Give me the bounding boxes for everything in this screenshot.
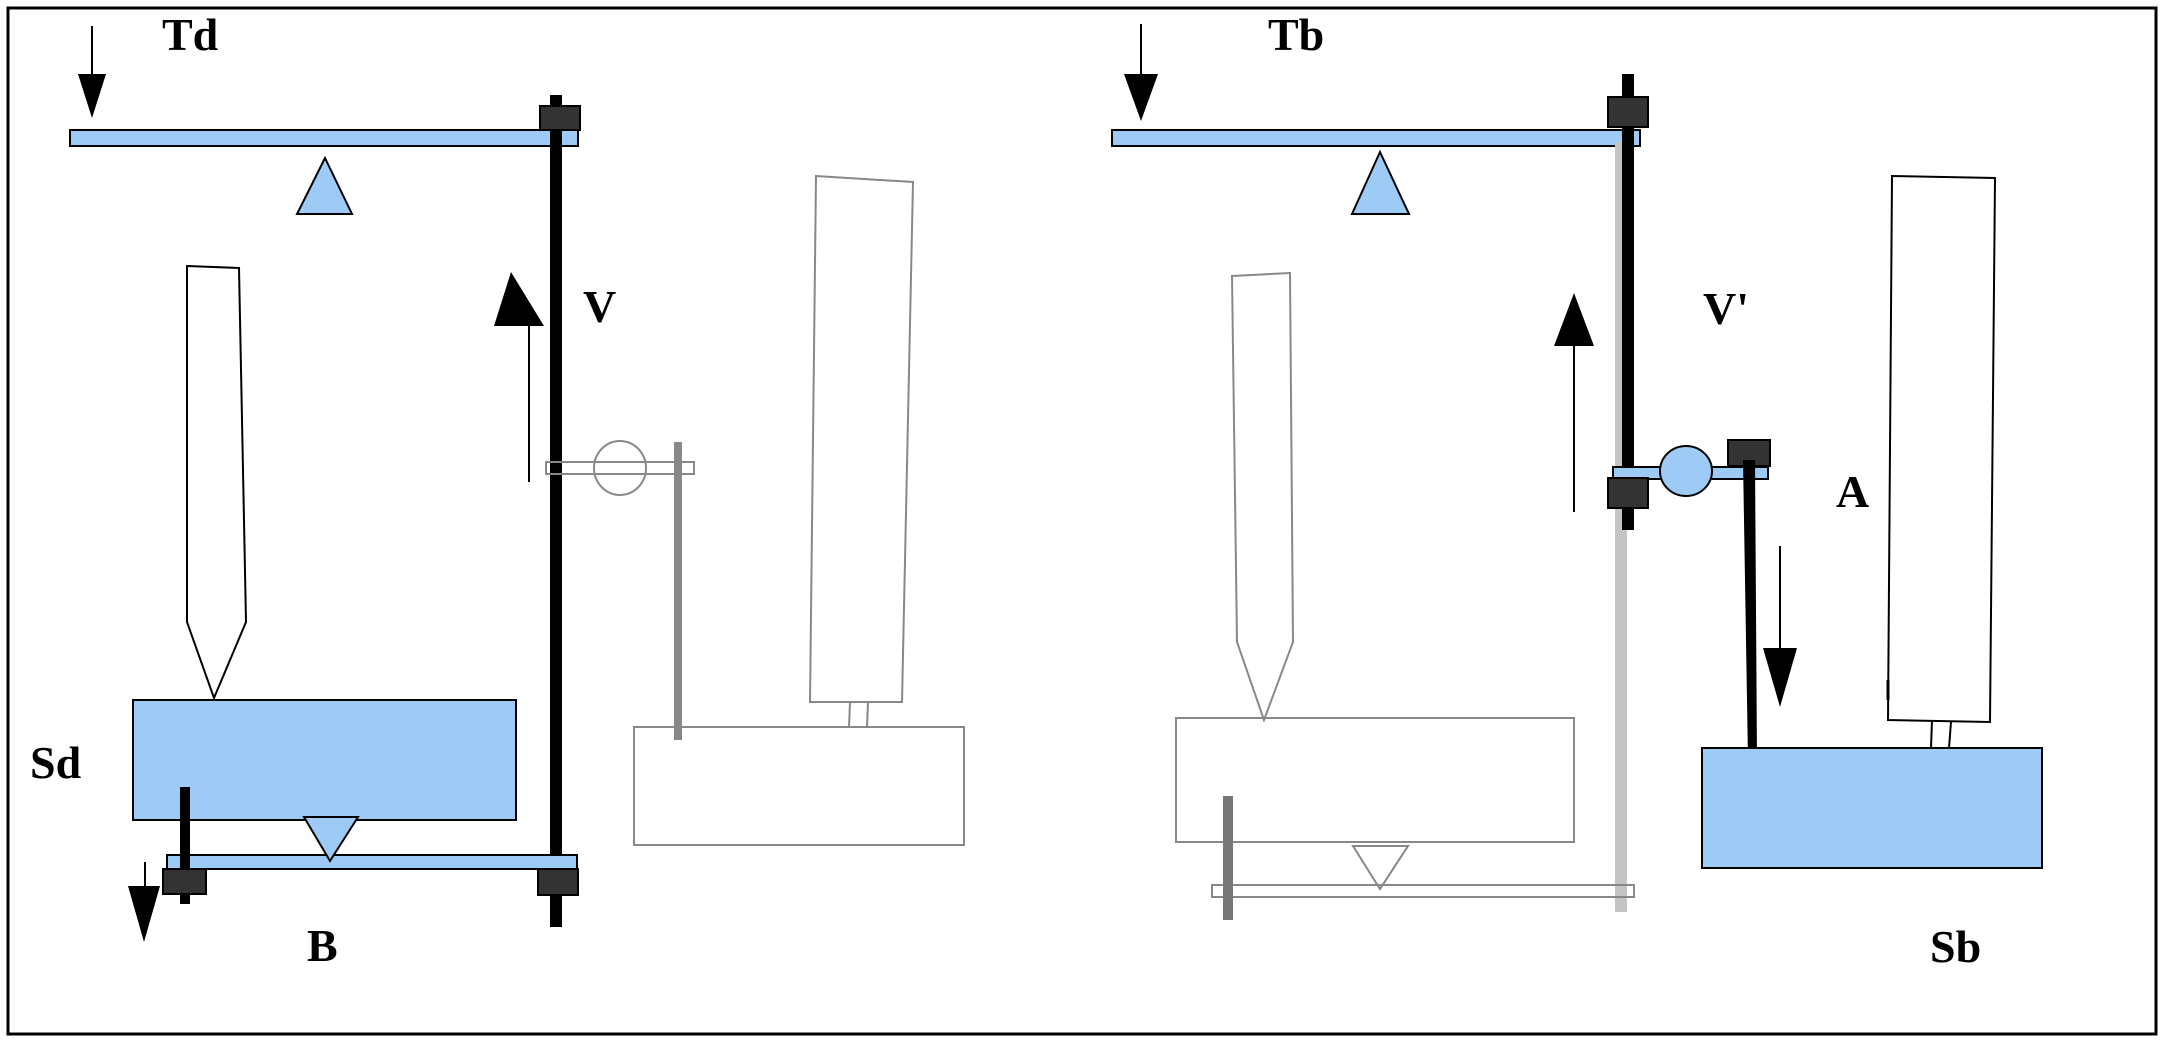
label-tb: Tb — [1268, 9, 1324, 60]
up-arrow-v-prime — [1554, 293, 1594, 512]
down-arrow-right — [1763, 546, 1797, 707]
collar-knob-left — [1607, 477, 1649, 509]
fulcrum-top-left — [295, 155, 354, 215]
down-arrow-b — [128, 862, 160, 942]
label-td: Td — [162, 9, 219, 60]
ghost-pencil-left — [808, 174, 915, 703]
ghost-fulcrum-right — [1351, 845, 1410, 891]
label-sb: Sb — [1930, 921, 1981, 972]
short-rod-left — [180, 787, 190, 904]
ghost-pencil-right — [1230, 271, 1295, 723]
bottom-beam-left — [166, 854, 578, 870]
ghost-short-rod-right — [1223, 796, 1233, 920]
ghost-box-right — [1175, 717, 1575, 843]
label-b: B — [307, 920, 338, 971]
rod-knob-bottom-left — [537, 868, 579, 896]
box-sd — [132, 699, 517, 821]
top-beam-left — [69, 129, 579, 147]
down-arrow-td — [78, 26, 106, 118]
short-rod-knob-left — [162, 868, 207, 895]
rod-knob-top-left — [539, 105, 581, 131]
rod-knob-top-right — [1607, 96, 1649, 128]
ghost-rod-left — [674, 442, 682, 740]
ghost-collar-left — [545, 440, 695, 496]
fulcrum-top-right — [1350, 149, 1411, 215]
label-sd: Sd — [30, 737, 82, 788]
ghost-box-left — [633, 726, 965, 846]
diagram-frame — [6, 6, 2158, 1036]
left-panel: Td V Sd — [30, 9, 965, 971]
pencil-right — [1886, 174, 1997, 724]
top-beam-right — [1111, 129, 1641, 147]
label-v: V — [583, 281, 616, 332]
pencil-left — [186, 264, 248, 701]
up-arrow-v — [494, 272, 544, 482]
rod-v — [550, 95, 562, 927]
fulcrum-bottom-left — [302, 816, 360, 863]
right-panel: Tb V' A — [1111, 9, 2043, 972]
down-arrow-tb — [1124, 24, 1158, 121]
label-a: A — [1836, 466, 1869, 517]
collar-ball-right — [1659, 445, 1713, 497]
box-sb — [1701, 747, 2043, 869]
ghost-beam-right — [1211, 884, 1635, 898]
label-v-prime: V' — [1703, 283, 1749, 334]
rod-v-prime — [1622, 74, 1634, 530]
lever-rod-a — [1743, 460, 1757, 760]
